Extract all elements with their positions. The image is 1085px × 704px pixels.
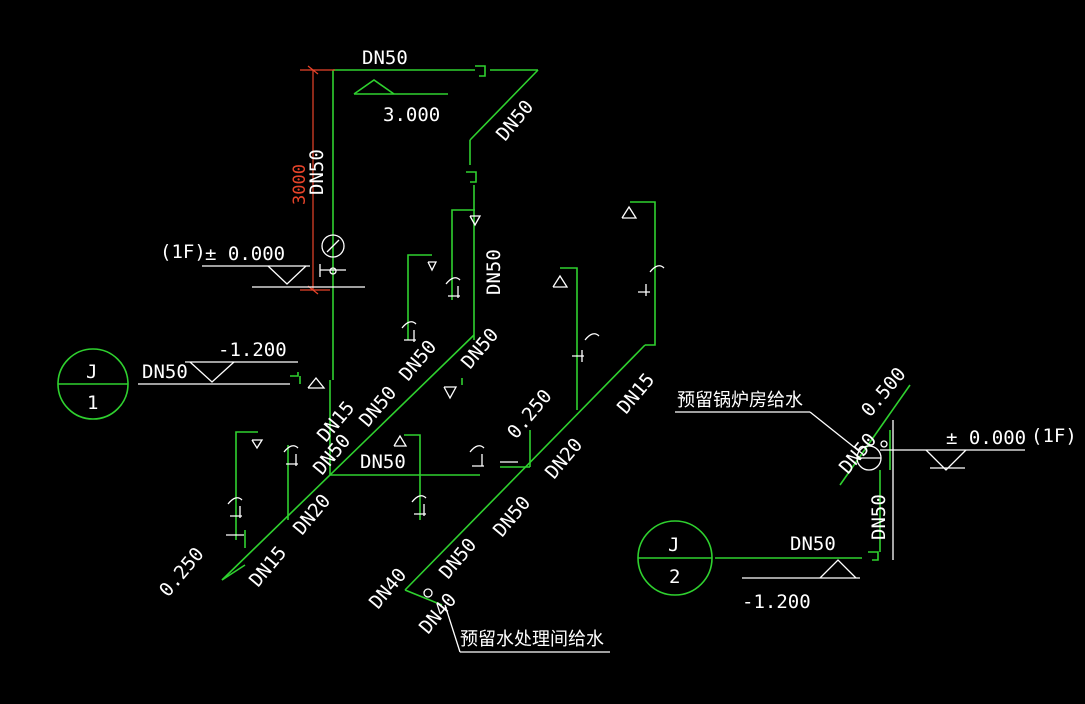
label-dn50-f: DN50 (489, 492, 535, 541)
label-water-treatment-note: 预留水处理间给水 (460, 629, 604, 650)
label-dn50-vert-main: DN50 (306, 149, 328, 195)
label-circle2-bottom: 2 (669, 566, 680, 588)
boiler-supply (675, 384, 1025, 560)
label-elev-m1200-right: -1.200 (742, 591, 811, 613)
water-meter-icon (319, 234, 346, 277)
label-dn50-inlet2: DN50 (790, 533, 836, 555)
label-dn50-g: DN50 (435, 534, 481, 583)
fixture-branches (221, 201, 656, 581)
label-elev-000-left: ± 0.000 (205, 243, 285, 265)
label-dn50-b: DN50 (355, 382, 401, 431)
label-dn20-a: DN20 (289, 490, 335, 539)
label-dn40-a: DN40 (365, 564, 411, 613)
label-elev-0500: 0.500 (857, 363, 911, 421)
label-dim-3000: 3000 (290, 164, 310, 205)
top-riser (332, 65, 539, 380)
label-elev-0250-left: 0.250 (155, 543, 209, 601)
label-dn50-top: DN50 (362, 47, 408, 69)
label-floor-1f-left: (1F) (160, 241, 206, 263)
label-dn15-c: DN15 (613, 369, 659, 418)
label-circle1-bottom: 1 (87, 392, 98, 414)
section-marker-j1 (57, 348, 129, 420)
main-header-pipes (221, 334, 646, 606)
elevation-marker-3000 (353, 79, 448, 95)
elevation-marker-000-left (202, 265, 365, 288)
label-circle1-top: J (86, 361, 97, 383)
label-dn15-b: DN15 (245, 542, 291, 591)
label-elev-m1200-left: -1.200 (218, 339, 287, 361)
label-floor-1f-right: (1F) (1031, 425, 1077, 447)
elevation-marker-m1200-left (185, 361, 298, 383)
label-boiler-note: 预留锅炉房给水 (677, 390, 803, 411)
label-dn50-e: DN50 (360, 451, 406, 473)
label-dn50-c: DN50 (457, 324, 503, 373)
label-elev-000-right: ± 0.000 (946, 427, 1026, 449)
label-circle2-top: J (668, 534, 679, 556)
elevation-marker-m1200-right (742, 559, 860, 579)
label-dn50-diag-top: DN50 (492, 96, 538, 145)
label-dn20-b: DN20 (541, 434, 587, 483)
section-marker-j2 (637, 520, 713, 596)
label-dn50-vert-right: DN50 (483, 249, 505, 295)
valve-icons (227, 265, 665, 598)
label-dn50-inlet1: DN50 (142, 361, 188, 383)
dimension-3000 (300, 65, 335, 295)
label-dn50-a: DN50 (395, 336, 441, 385)
elevation-ticks (226, 461, 518, 536)
label-elev-3000: 3.000 (383, 104, 440, 126)
label-dn50-vert-boiler: DN50 (868, 494, 890, 540)
